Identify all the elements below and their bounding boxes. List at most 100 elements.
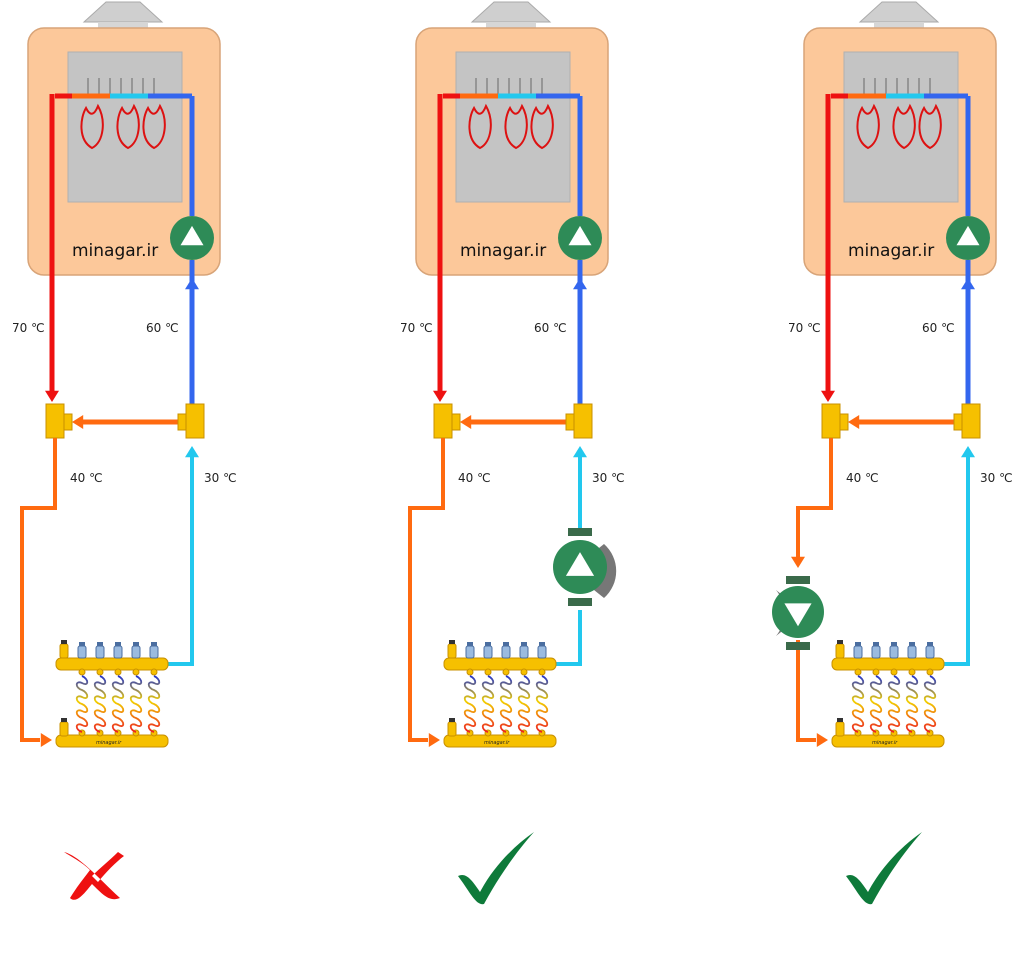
manifold-lower-bar	[443, 734, 557, 748]
temp-label-mixed: 40 ℃	[70, 471, 103, 485]
manifold-outlet	[150, 668, 158, 676]
pump-flange-bottom	[568, 598, 592, 606]
flue-cap	[858, 1, 940, 23]
tee-stub-left	[63, 413, 73, 431]
air-vent-cap	[61, 718, 67, 722]
manifold-brand-label: minagar.ir	[96, 740, 122, 746]
brand-label: minagar.ir	[460, 241, 546, 261]
temp-label-supply: 70 ℃	[788, 321, 821, 335]
air-vent-cap	[449, 640, 455, 644]
pump-down-arrow-icon	[784, 603, 812, 627]
heating-loop	[75, 675, 89, 733]
manifold-lower-bar	[55, 734, 169, 748]
tee-stub-right	[565, 413, 575, 431]
pipe-mixed-supply	[796, 438, 833, 560]
temp-label-mixed: 40 ℃	[458, 471, 491, 485]
air-vent-cap	[837, 640, 843, 644]
flame-icon	[468, 103, 492, 150]
flow-arrow	[460, 415, 472, 429]
heating-loop	[887, 675, 901, 733]
flame-icon	[856, 103, 880, 150]
valve-head-icon	[483, 645, 493, 659]
valve-head-icon	[95, 645, 105, 659]
cross-icon	[64, 852, 124, 900]
valve-head-icon	[889, 645, 899, 659]
valve-cap	[855, 642, 861, 646]
flame-icon	[80, 103, 104, 150]
heating-loop	[147, 675, 161, 733]
temp-label-floor-return: 30 ℃	[592, 471, 625, 485]
temp-label-floor-return: 30 ℃	[980, 471, 1013, 485]
manifold-upper-bar	[831, 657, 945, 671]
pump-flange-top	[786, 576, 810, 584]
flow-arrow	[961, 278, 975, 290]
flow-arrow	[428, 733, 440, 747]
air-vent-icon	[835, 643, 845, 659]
manifold-upper-bar	[443, 657, 557, 671]
tee-stub-right	[177, 413, 187, 431]
valve-head-icon	[465, 645, 475, 659]
air-vent-icon	[447, 643, 457, 659]
pipe-floor-return	[942, 452, 970, 666]
manifold-outlet	[484, 668, 492, 676]
pump-flange-bottom	[786, 642, 810, 650]
valve-head-icon	[925, 645, 935, 659]
valve-cap	[485, 642, 491, 646]
manifold-upper-bar	[55, 657, 169, 671]
flue-neck	[874, 22, 924, 30]
valve-head-icon	[131, 645, 141, 659]
air-vent-icon	[59, 721, 69, 737]
valve-cap	[133, 642, 139, 646]
manifold-outlet	[520, 668, 528, 676]
flow-arrow	[40, 733, 52, 747]
manifold-outlet	[96, 668, 104, 676]
tee-fitting-left	[45, 403, 65, 439]
temp-label-supply: 70 ℃	[12, 321, 45, 335]
heating-loop	[111, 675, 125, 733]
flame-icon	[892, 103, 916, 150]
heating-loop	[869, 675, 883, 733]
tee-fitting-left	[821, 403, 841, 439]
pump-head-down	[772, 586, 824, 638]
heating-loop	[851, 675, 865, 733]
manifold-outlet	[908, 668, 916, 676]
pipe-mixed-supply	[20, 438, 57, 742]
flue-neck	[98, 22, 148, 30]
flow-arrow	[961, 446, 975, 458]
valve-cap	[503, 642, 509, 646]
tee-fitting-left	[433, 403, 453, 439]
secondary-pump-icon	[553, 528, 617, 606]
manifold-outlet	[466, 668, 474, 676]
tee-stub-left	[839, 413, 849, 431]
flame-icon	[116, 103, 140, 150]
flow-arrow	[72, 415, 84, 429]
valve-cap	[927, 642, 933, 646]
pump-flange-top	[568, 528, 592, 536]
flow-arrow	[433, 390, 447, 402]
valve-cap	[521, 642, 527, 646]
flame-icon	[142, 103, 166, 150]
manifold-outlet	[854, 668, 862, 676]
flow-arrow	[816, 733, 828, 747]
valve-cap	[891, 642, 897, 646]
heating-loop	[481, 675, 495, 733]
floor-manifold: minagar.ir	[443, 640, 557, 748]
valve-head-icon	[501, 645, 511, 659]
manifold-outlet	[538, 668, 546, 676]
flame-icon	[530, 103, 554, 150]
heating-loop	[905, 675, 919, 733]
combustion-chamber	[67, 51, 183, 203]
flow-arrow	[791, 556, 805, 568]
valve-head-icon	[77, 645, 87, 659]
check-icon	[846, 832, 922, 905]
temp-label-return: 60 ℃	[534, 321, 567, 335]
check-icon	[458, 832, 534, 905]
boiler-pump-icon	[558, 216, 602, 260]
flow-arrow	[821, 390, 835, 402]
brand-label: minagar.ir	[72, 241, 158, 261]
combustion-chamber	[455, 51, 571, 203]
heating-loop	[535, 675, 549, 733]
